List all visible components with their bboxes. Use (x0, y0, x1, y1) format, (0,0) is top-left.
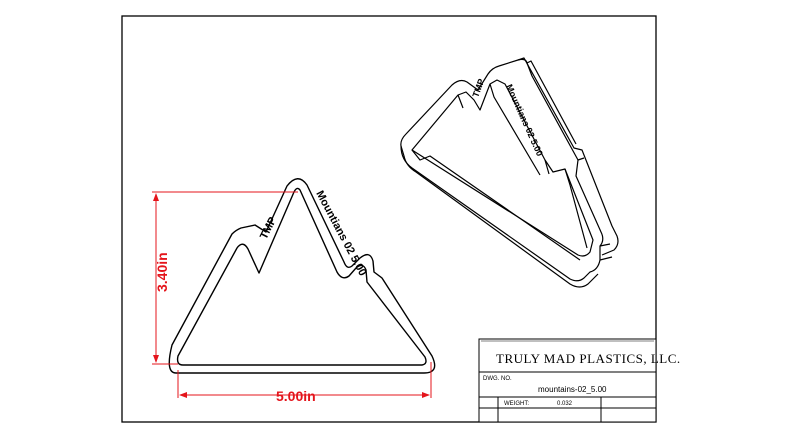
weight-label: WEIGHT: (504, 401, 529, 407)
iso-inner-wall (411, 83, 588, 261)
cutter-label-tmp: TMP (258, 215, 279, 241)
front-view (168, 178, 436, 374)
cutter-outer-outline (168, 178, 436, 374)
iso-outer-top (400, 58, 604, 282)
iso-label-name: Mountians 02 5.00 (504, 83, 545, 158)
width-dimension-label: 5.00in (276, 388, 316, 404)
sheet-border (121, 15, 657, 423)
iso-back-plate (517, 57, 619, 261)
dwg-no-value: mountains-02_5.00 (538, 385, 607, 394)
title-block (478, 338, 657, 423)
company-name: TRULY MAD PLASTICS, LLC. (496, 351, 681, 366)
height-dimension (152, 191, 298, 365)
iso-bottom-edge (400, 145, 599, 288)
height-dimension-label: 3.40in (154, 252, 170, 292)
iso-label-tmp: TMP (470, 77, 486, 98)
weight-value: 0.032 (557, 401, 573, 407)
dwg-no-label: DWG. NO. (483, 376, 512, 382)
isometric-view (400, 57, 619, 288)
cutter-inner-outline (176, 187, 427, 366)
width-dimension (177, 362, 432, 398)
cutter-label-name: Mountians 02 5.00 (313, 189, 368, 278)
iso-inner-top (411, 79, 594, 257)
